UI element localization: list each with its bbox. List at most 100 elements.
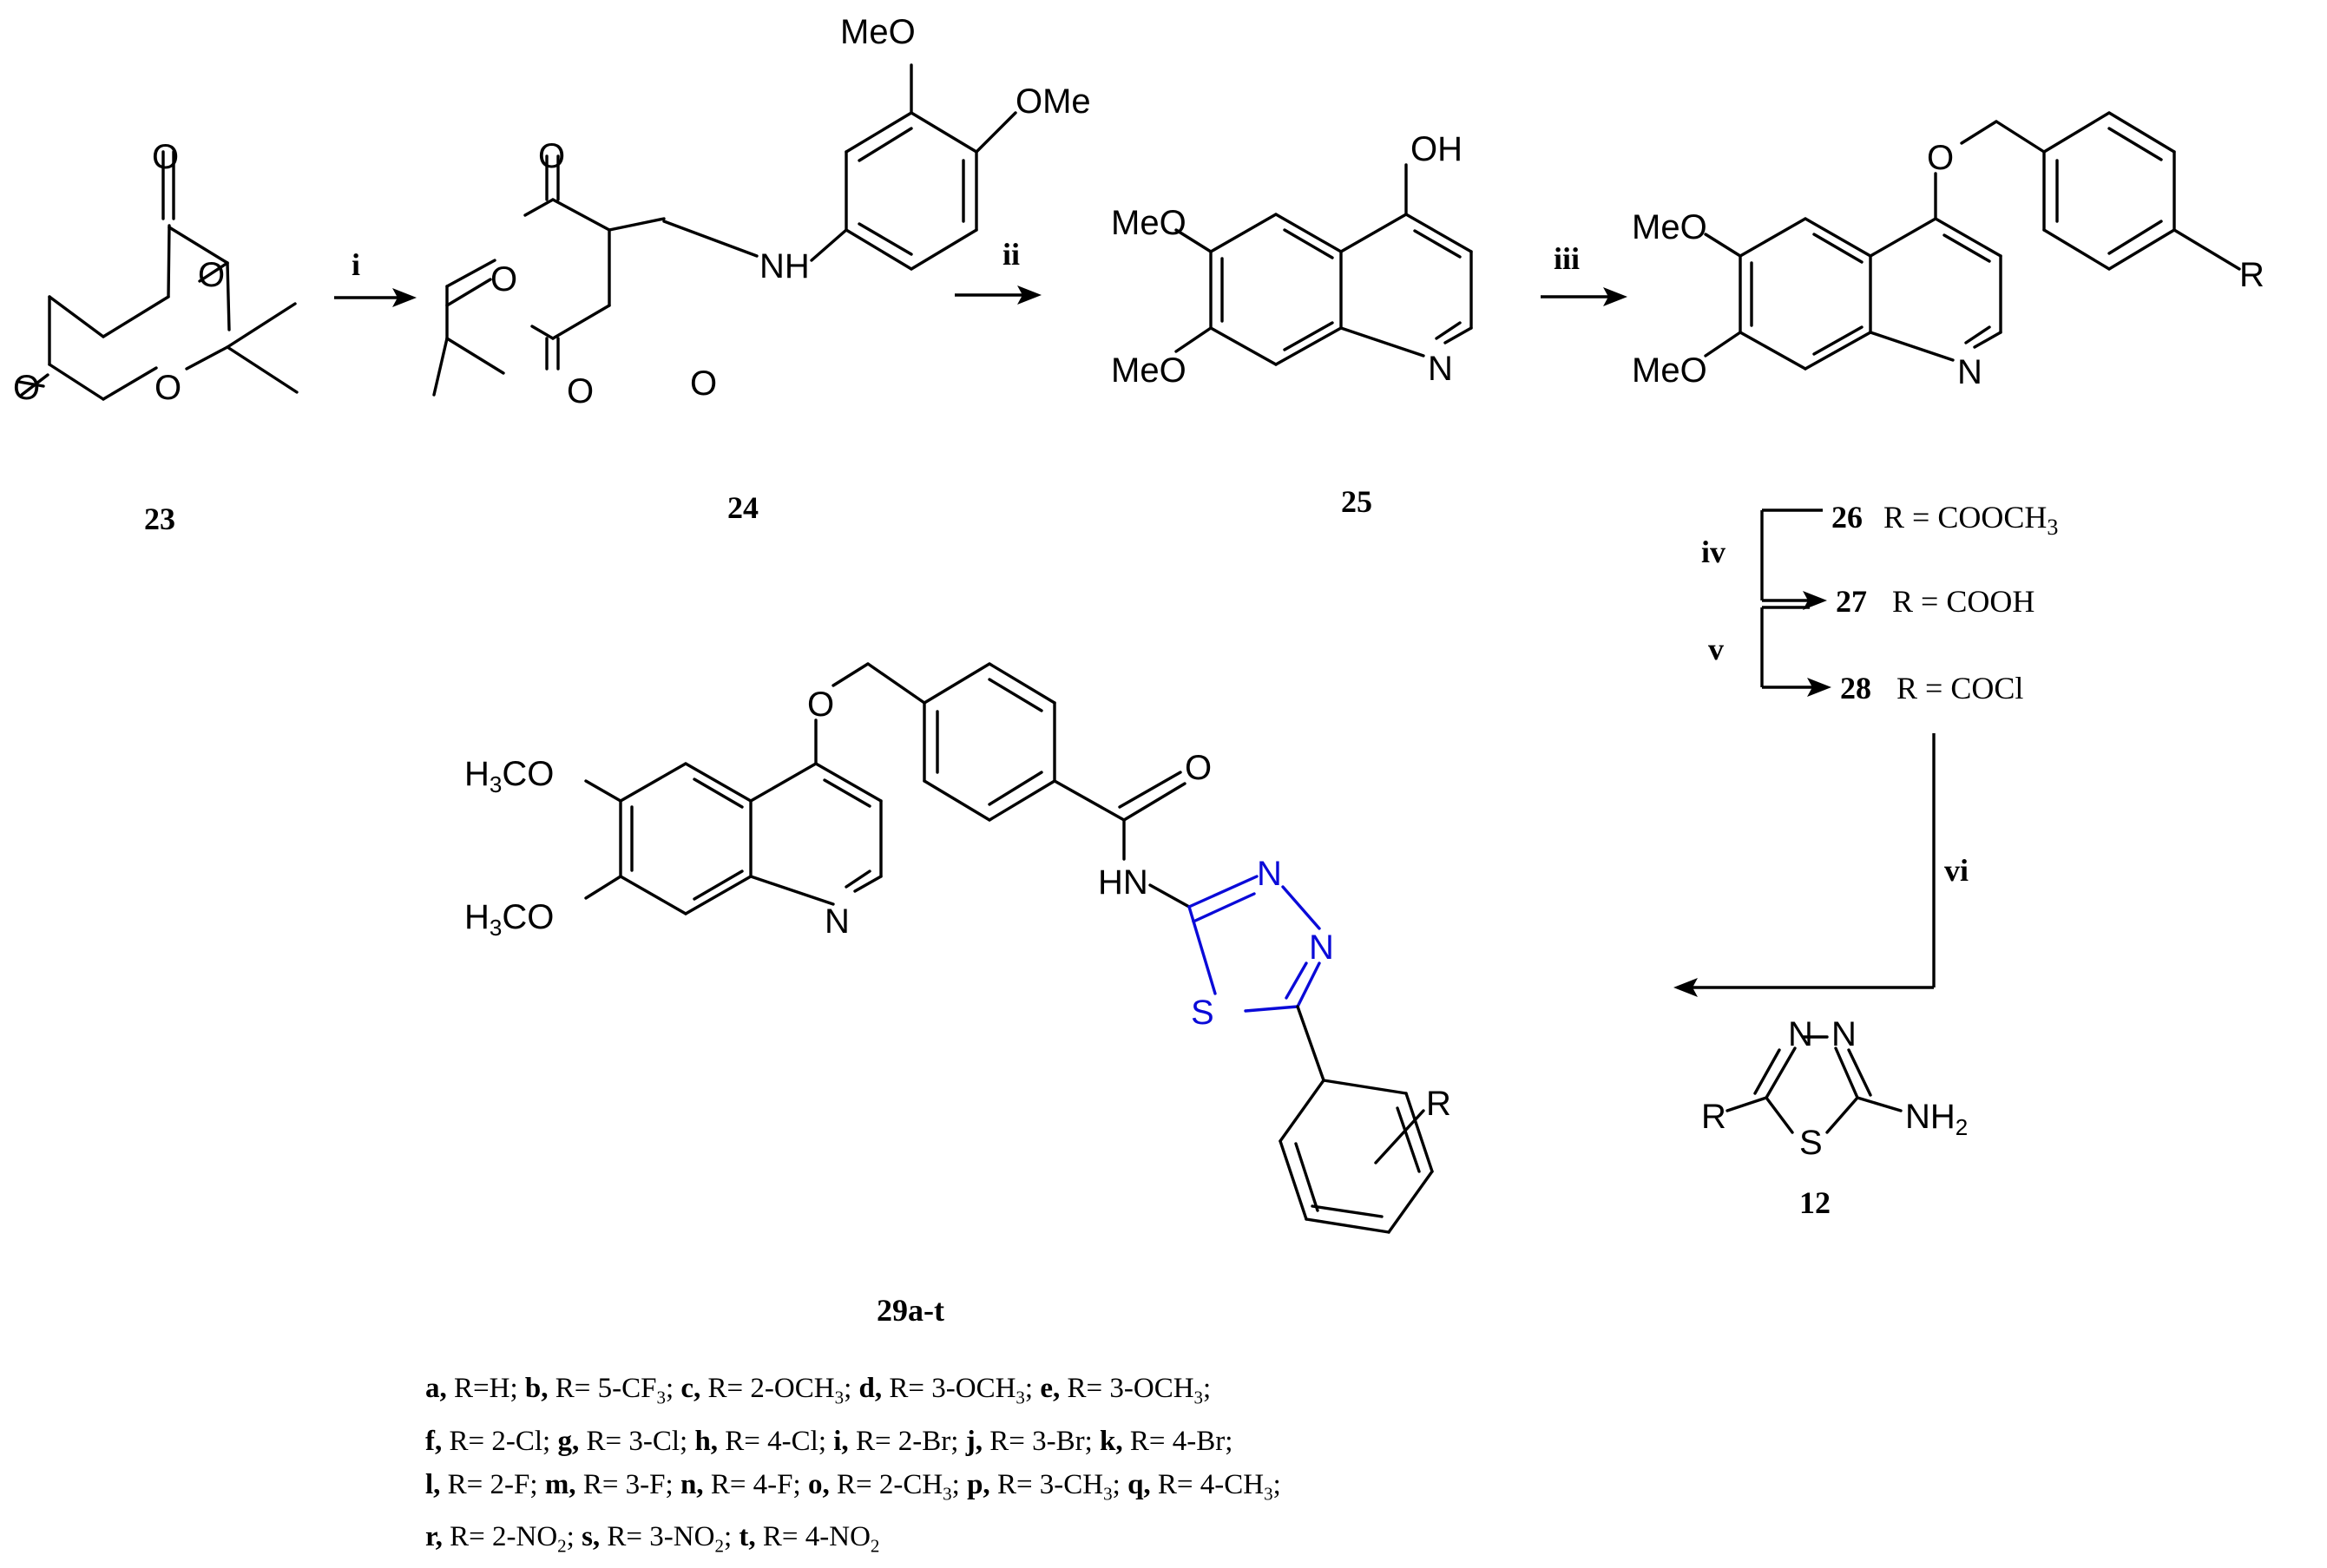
r-group-code: d, xyxy=(858,1373,883,1404)
methoxy-label: H3CO xyxy=(464,755,554,797)
r-group-code: m, xyxy=(544,1468,576,1500)
r-group-text: R=H; xyxy=(446,1373,525,1404)
r-group-code: n, xyxy=(680,1468,704,1500)
r-group-code: h, xyxy=(694,1425,719,1457)
r-group-text: R= 2-Br; xyxy=(848,1425,966,1457)
compound-23-structure: O O O O xyxy=(13,138,299,407)
atom-n: N xyxy=(1257,855,1282,893)
r-group-text: R= 3-F; xyxy=(575,1468,680,1500)
compound-24-label: 24 xyxy=(727,490,759,525)
compound-26-structure: O N MeO MeO R xyxy=(1632,111,2265,391)
r-group-subscript: 2 xyxy=(714,1535,724,1557)
atom-n: N xyxy=(825,902,850,941)
atom-o: O xyxy=(690,364,717,403)
r-group-text: R= 4-Br; xyxy=(1122,1425,1233,1457)
r-group-subscript: 2 xyxy=(557,1535,567,1557)
atom-s: S xyxy=(1191,994,1214,1032)
r-group-entry: k, R= 4-Br; xyxy=(1100,1426,1233,1457)
methoxy-label: MeO xyxy=(1632,351,1707,390)
r-group-tail: ; xyxy=(665,1373,681,1404)
r-group-code: j, xyxy=(965,1425,983,1457)
atom-r: R xyxy=(1701,1098,1726,1136)
r-group-entry: q, R= 4-CH3; xyxy=(1127,1468,1281,1505)
r-group-code: k, xyxy=(1100,1425,1123,1457)
r-group-text: R= 2-Cl; xyxy=(442,1425,558,1457)
r-group-entry: l, R= 2-F; xyxy=(425,1469,545,1500)
atom-n: N xyxy=(1788,1015,1813,1053)
atom-n: N xyxy=(1957,353,1982,391)
atom-o: O xyxy=(807,686,834,724)
step-i-label: i xyxy=(352,247,360,282)
r-group-text: R= 5-CF xyxy=(548,1373,657,1404)
r-group-entry: p, R= 3-CH3; xyxy=(967,1468,1128,1505)
r-group-entry: n, R= 4-F; xyxy=(680,1469,808,1500)
atom-r: R xyxy=(1426,1085,1451,1123)
r-group-entry: r, R= 2-NO2; xyxy=(425,1521,582,1557)
r-group-text: R= 3-OCH xyxy=(882,1373,1016,1404)
compound-25-label: 25 xyxy=(1341,484,1372,519)
methoxy-label: MeO xyxy=(1632,208,1707,246)
r-group-code: a, xyxy=(425,1373,447,1404)
methoxy-label: H3CO xyxy=(464,898,554,941)
arrow-step-iv xyxy=(1760,508,1827,610)
compound-29-label: 29a-t xyxy=(877,1293,944,1328)
step-vi-label: vi xyxy=(1944,853,1969,888)
atom-o: O xyxy=(538,137,565,175)
methoxy-label: MeO xyxy=(1111,204,1187,242)
step-iv-label: iv xyxy=(1701,535,1726,569)
r-group-entry: c, R= 2-OCH3; xyxy=(680,1373,859,1408)
r-group-code: s, xyxy=(582,1521,601,1553)
atom-nh2: NH2 xyxy=(1905,1098,1968,1140)
compound-24-structure: O O O O NH MeO OMe xyxy=(432,13,1091,410)
r-group-subscript: 3 xyxy=(1016,1387,1025,1408)
r-group-code: p, xyxy=(967,1468,990,1500)
r-group-tail: ; xyxy=(566,1521,582,1553)
step-ii-label: ii xyxy=(1002,237,1020,272)
atom-oh: OH xyxy=(1410,130,1463,168)
r-group-tail: ; xyxy=(1203,1373,1212,1404)
r-group-entry: f, R= 2-Cl; xyxy=(425,1426,557,1457)
r-group-text: R= 3-CH xyxy=(989,1468,1104,1500)
compound-26-label: 26 xyxy=(1831,500,1863,535)
r-group-legend: a, R=H; b, R= 5-CF3; c, R= 2-OCH3; d, R=… xyxy=(425,1367,1502,1568)
arrow-step-v xyxy=(1760,606,1831,697)
atom-o: O xyxy=(154,369,181,407)
compound-27-r: R = COOH xyxy=(1892,584,2034,619)
r-group-subscript: 3 xyxy=(1103,1483,1113,1505)
r-group-entry: e, R= 3-OCH3; xyxy=(1040,1373,1212,1408)
r-group-text: R= 3-OCH xyxy=(1060,1373,1194,1404)
r-group-text: R= 4-Cl; xyxy=(718,1425,834,1457)
r-group-entry: j, R= 3-Br; xyxy=(966,1426,1100,1457)
r-group-code: t, xyxy=(739,1521,756,1553)
r-group-tail: ; xyxy=(1112,1468,1128,1500)
atom-n: N xyxy=(1428,350,1453,388)
r-group-subscript: 3 xyxy=(834,1387,845,1408)
atom-r: R xyxy=(2239,256,2265,294)
atom-o: O xyxy=(1185,749,1212,787)
r-group-tail: ; xyxy=(1024,1373,1041,1404)
r-group-tail: ; xyxy=(1272,1468,1281,1500)
r-group-tail: ; xyxy=(844,1373,859,1404)
r-group-code: l, xyxy=(425,1468,441,1500)
atom-o: O xyxy=(152,138,179,176)
r-group-entry: s, R= 3-NO2; xyxy=(582,1521,739,1557)
r-group-text: R= 4-F; xyxy=(703,1468,808,1500)
r-group-entry: d, R= 3-OCH3; xyxy=(858,1373,1041,1408)
atom-o: O xyxy=(13,369,40,407)
r-group-code: g, xyxy=(557,1425,580,1457)
r-group-entry: o, R= 2-CH3; xyxy=(808,1469,967,1505)
compound-29-structure: O N O HN N N S R H3CO H3CO xyxy=(464,662,1451,1234)
r-group-subscript: 3 xyxy=(943,1483,952,1505)
arrow-step-ii xyxy=(955,285,1042,305)
step-v-label: v xyxy=(1708,632,1724,666)
compound-25-structure: OH N MeO MeO xyxy=(1111,130,1473,390)
r-group-entry: h, R= 4-Cl; xyxy=(694,1426,833,1457)
r-group-code: q, xyxy=(1127,1468,1151,1500)
r-group-subscript: 3 xyxy=(1264,1483,1273,1505)
r-group-code: r, xyxy=(425,1521,443,1553)
compound-23-label: 23 xyxy=(144,502,175,536)
compound-27-label: 27 xyxy=(1836,584,1867,619)
r-group-code: c, xyxy=(680,1373,701,1404)
methoxy-label: OMe xyxy=(1016,82,1091,121)
